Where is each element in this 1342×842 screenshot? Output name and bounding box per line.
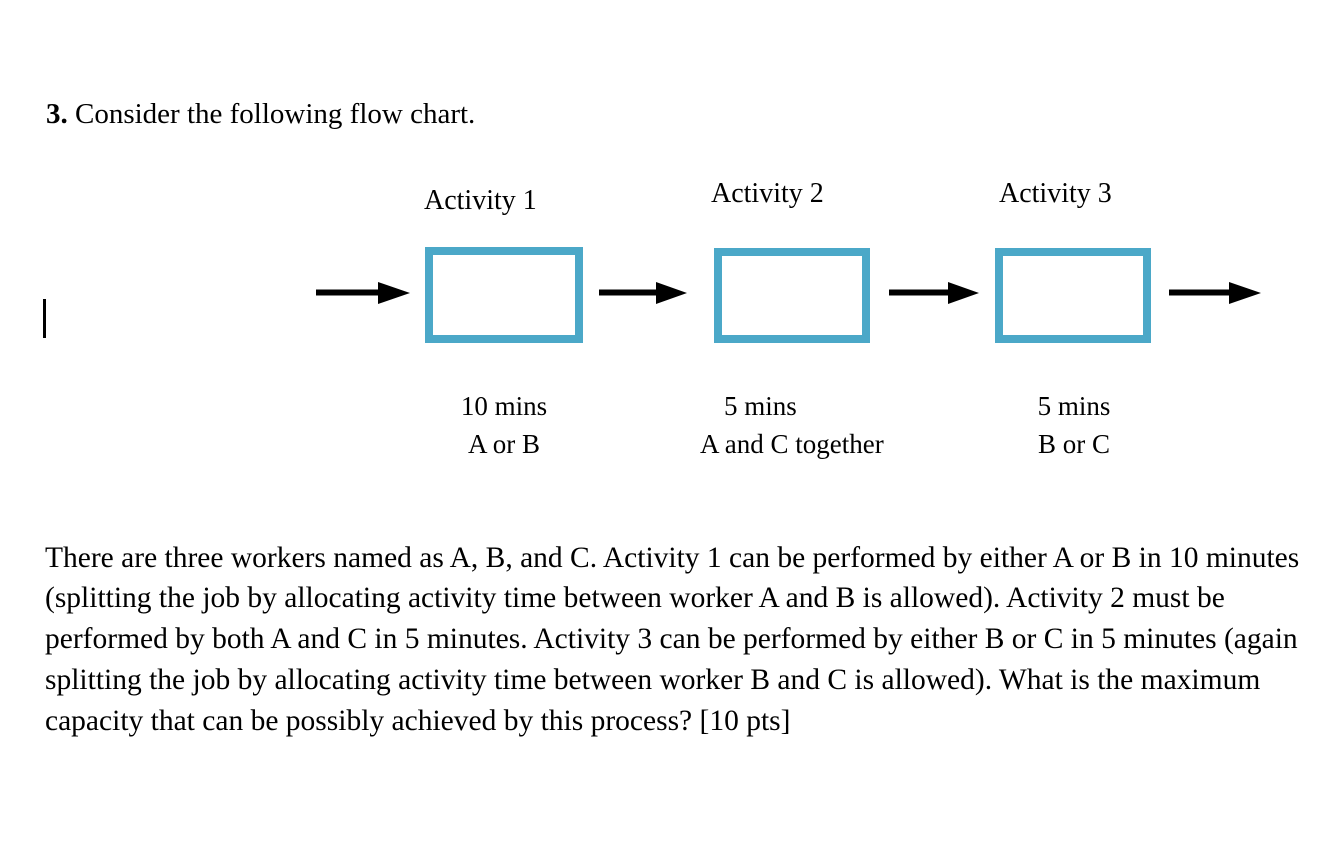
activity-2-box bbox=[714, 248, 870, 343]
activity-3-caption: 5 mins B or C bbox=[1000, 387, 1148, 463]
page-title: 3. Consider the following flow chart. bbox=[46, 96, 475, 132]
input-arrow-icon bbox=[316, 282, 410, 304]
arrow-activity1-to-activity2-icon bbox=[599, 282, 687, 304]
activity-2-duration: 5 mins bbox=[724, 391, 797, 421]
question-number: 3. bbox=[46, 98, 68, 130]
activity-3-duration: 5 mins bbox=[1037, 391, 1111, 421]
activity-1-box bbox=[425, 247, 583, 343]
text-cursor-caret bbox=[43, 299, 46, 338]
activity-2-caption: 5 mins A and C together bbox=[700, 387, 980, 463]
activity-1-title: Activity 1 bbox=[424, 185, 537, 216]
arrow-activity2-to-activity3-icon bbox=[889, 282, 979, 304]
activity-3-workers: B or C bbox=[1037, 429, 1110, 459]
activity-1-duration: 10 mins bbox=[460, 391, 548, 421]
activity-2-title: Activity 2 bbox=[711, 178, 824, 209]
output-arrow-icon bbox=[1169, 282, 1261, 304]
flowchart-diagram: Activity 1 10 mins A or B Activity 2 5 m… bbox=[316, 178, 1261, 463]
activity-1-workers: A or B bbox=[467, 429, 540, 459]
activity-1-caption: 10 mins A or B bbox=[430, 387, 578, 463]
activity-2-workers: A and C together bbox=[700, 429, 884, 459]
question-prompt: Consider the following flow chart. bbox=[67, 98, 476, 130]
activity-3-box bbox=[995, 248, 1151, 343]
activity-3-title: Activity 3 bbox=[999, 178, 1112, 209]
problem-statement-paragraph: There are three workers named as A, B, a… bbox=[45, 541, 1300, 737]
